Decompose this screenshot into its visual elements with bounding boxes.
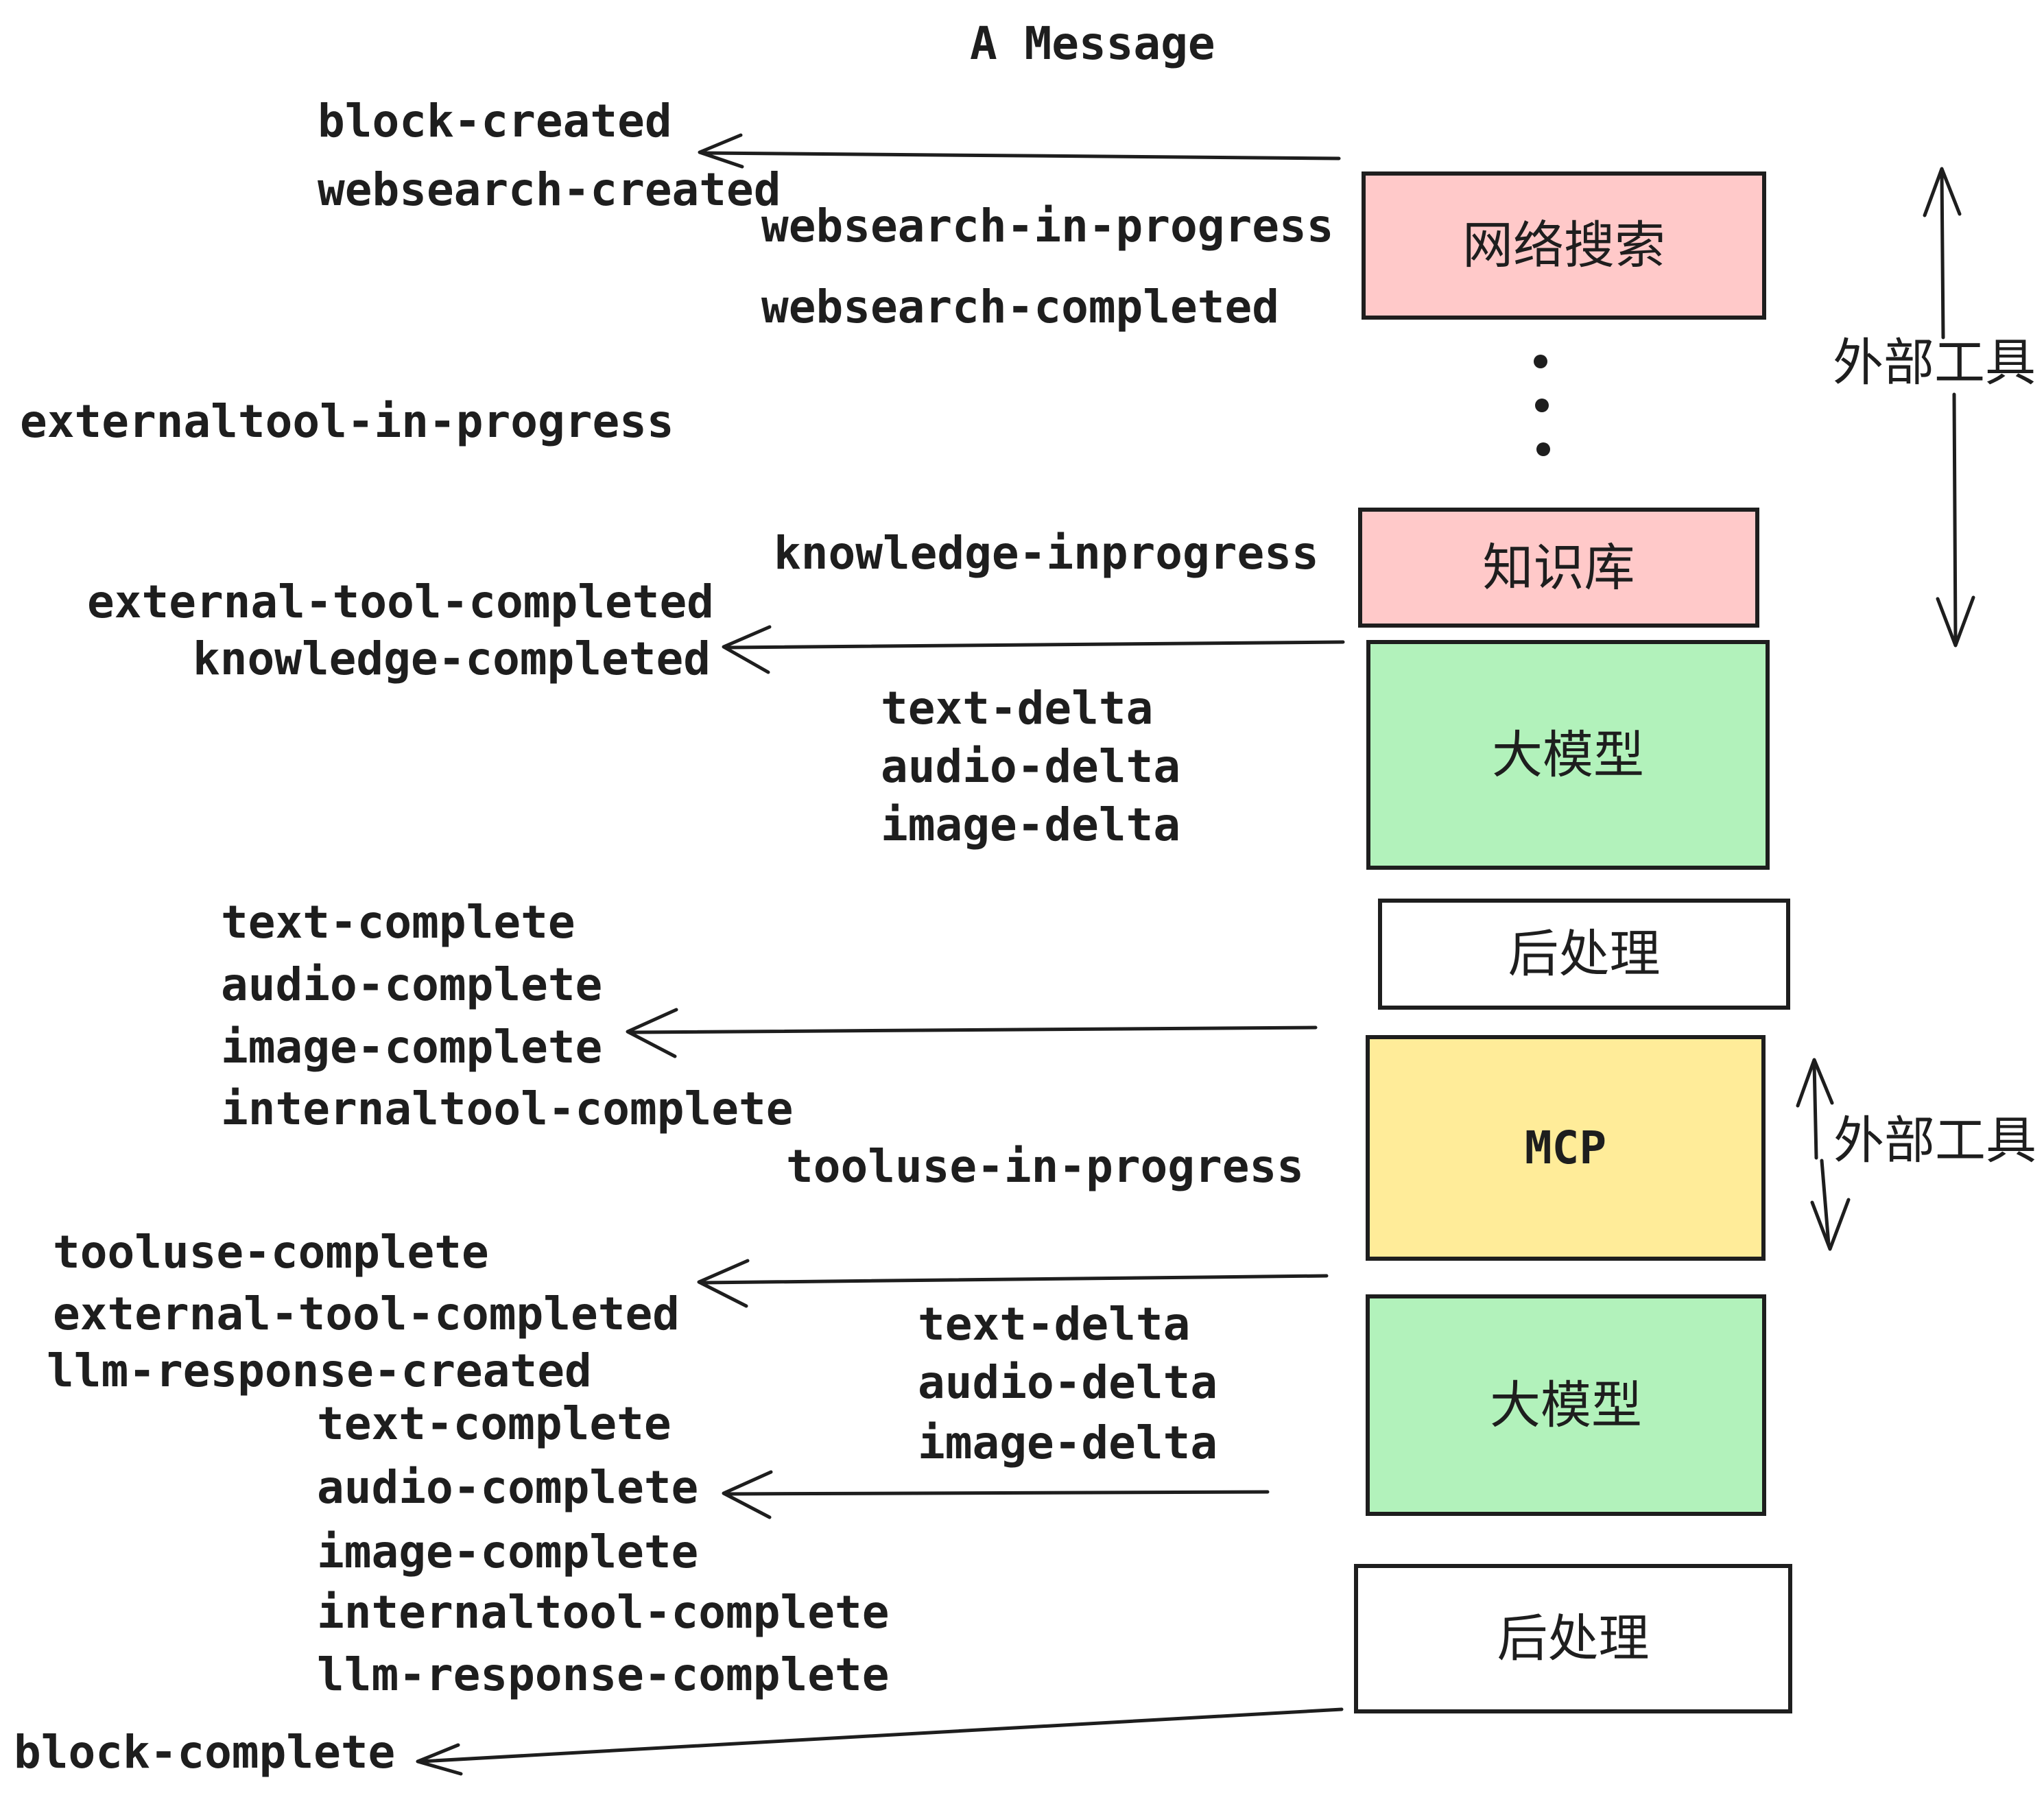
box-knowledge-base-label: 知识库 xyxy=(1482,538,1635,597)
box-post-processing-1: 后处理 xyxy=(1378,899,1790,1010)
event-label-image-complete: image-complete xyxy=(221,1021,603,1073)
event-label-image-delta-2: image-delta xyxy=(918,1416,1218,1469)
side-label-external-tools-mid: 外部工具 xyxy=(1833,1111,2036,1170)
event-label-knowledge-inprogress: knowledge-inprogress xyxy=(774,527,1319,580)
box-mcp-label: MCP xyxy=(1524,1121,1607,1174)
event-label-text-delta-2: text-delta xyxy=(918,1298,1191,1351)
double-arrow-external-tools-top xyxy=(1923,167,1975,648)
event-label-tooluse-complete: tooluse-complete xyxy=(53,1226,489,1279)
arrow-image-complete xyxy=(626,1008,1318,1058)
arrow-knowledge-completed xyxy=(722,625,1345,674)
event-label-externaltool-in-progress: externaltool-in-progress xyxy=(20,395,674,448)
box-llm-2-label: 大模型 xyxy=(1490,1375,1642,1435)
event-label-audio-delta: audio-delta xyxy=(881,740,1181,793)
event-label-text-complete: text-complete xyxy=(221,896,575,949)
side-label-external-tools-top: 外部工具 xyxy=(1833,333,2036,392)
event-label-external-tool-completed-2: external-tool-completed xyxy=(53,1287,680,1340)
event-label-audio-complete-2: audio-complete xyxy=(317,1461,699,1514)
event-label-internaltool-complete-2: internaltool-complete xyxy=(317,1586,890,1639)
event-label-text-delta: text-delta xyxy=(881,682,1154,735)
box-post-processing-2-label: 后处理 xyxy=(1497,1609,1650,1668)
event-label-llm-response-complete: llm-response-complete xyxy=(317,1648,890,1701)
event-label-llm-response-created: llm-response-created xyxy=(47,1344,592,1397)
event-label-internaltool-complete: internaltool-complete xyxy=(221,1082,794,1135)
event-label-audio-complete: audio-complete xyxy=(221,958,603,1011)
event-label-knowledge-completed: knowledge-completed xyxy=(193,632,711,685)
event-label-tooluse-in-progress: tooluse-in-progress xyxy=(786,1140,1304,1193)
box-web-search: 网络搜索 xyxy=(1362,171,1766,320)
event-label-websearch-in-progress: websearch-in-progress xyxy=(761,200,1334,252)
event-label-block-created: block-created xyxy=(318,95,672,147)
box-llm-1: 大模型 xyxy=(1366,640,1770,870)
vertical-ellipsis-icon xyxy=(1534,355,1550,456)
box-web-search-label: 网络搜索 xyxy=(1462,216,1665,275)
arrow-block-created xyxy=(698,133,1341,169)
page-title: A Message xyxy=(970,17,1215,70)
arrow-audio-complete xyxy=(722,1470,1270,1519)
event-label-image-complete-2: image-complete xyxy=(317,1526,699,1578)
box-knowledge-base: 知识库 xyxy=(1358,508,1759,628)
box-mcp: MCP xyxy=(1366,1035,1766,1261)
box-llm-2: 大模型 xyxy=(1366,1294,1766,1516)
box-llm-1-label: 大模型 xyxy=(1492,725,1644,785)
event-label-block-complete: block-complete xyxy=(14,1726,396,1779)
event-label-text-complete-2: text-complete xyxy=(317,1397,672,1450)
box-post-processing-1-label: 后处理 xyxy=(1508,925,1661,984)
event-label-websearch-created: websearch-created xyxy=(318,163,781,216)
event-label-websearch-completed: websearch-completed xyxy=(761,281,1279,333)
event-label-image-delta: image-delta xyxy=(881,798,1181,851)
event-label-audio-delta-2: audio-delta xyxy=(918,1356,1218,1409)
box-post-processing-2: 后处理 xyxy=(1354,1564,1792,1713)
arrow-block-complete xyxy=(416,1707,1344,1776)
event-label-external-tool-completed: external-tool-completed xyxy=(87,575,714,628)
